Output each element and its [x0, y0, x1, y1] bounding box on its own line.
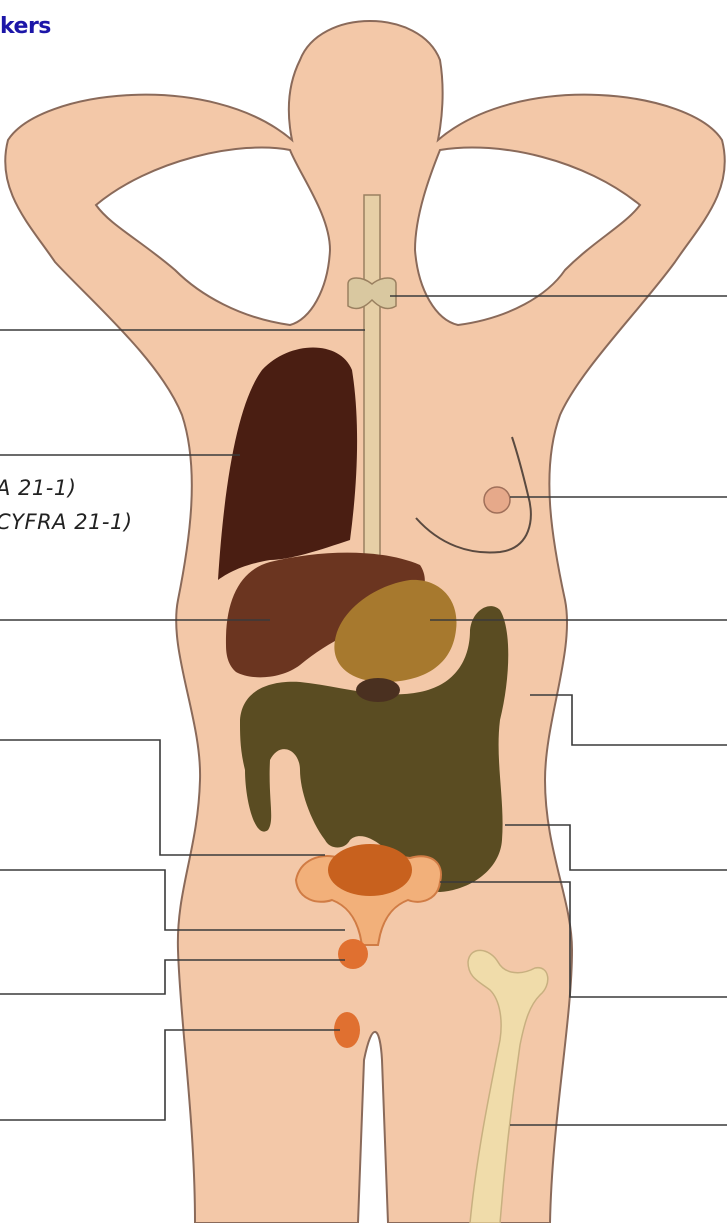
- rectum: [356, 678, 400, 702]
- page-title: kers: [0, 14, 51, 39]
- uterus: [328, 844, 412, 896]
- leader-rectum: [530, 695, 727, 745]
- marker-label-2: CYFRA 21-1): [0, 510, 133, 534]
- trachea: [364, 195, 380, 565]
- ovary: [338, 939, 368, 969]
- breast-nipple: [484, 487, 510, 513]
- marker-label-1: A 21-1): [0, 476, 76, 500]
